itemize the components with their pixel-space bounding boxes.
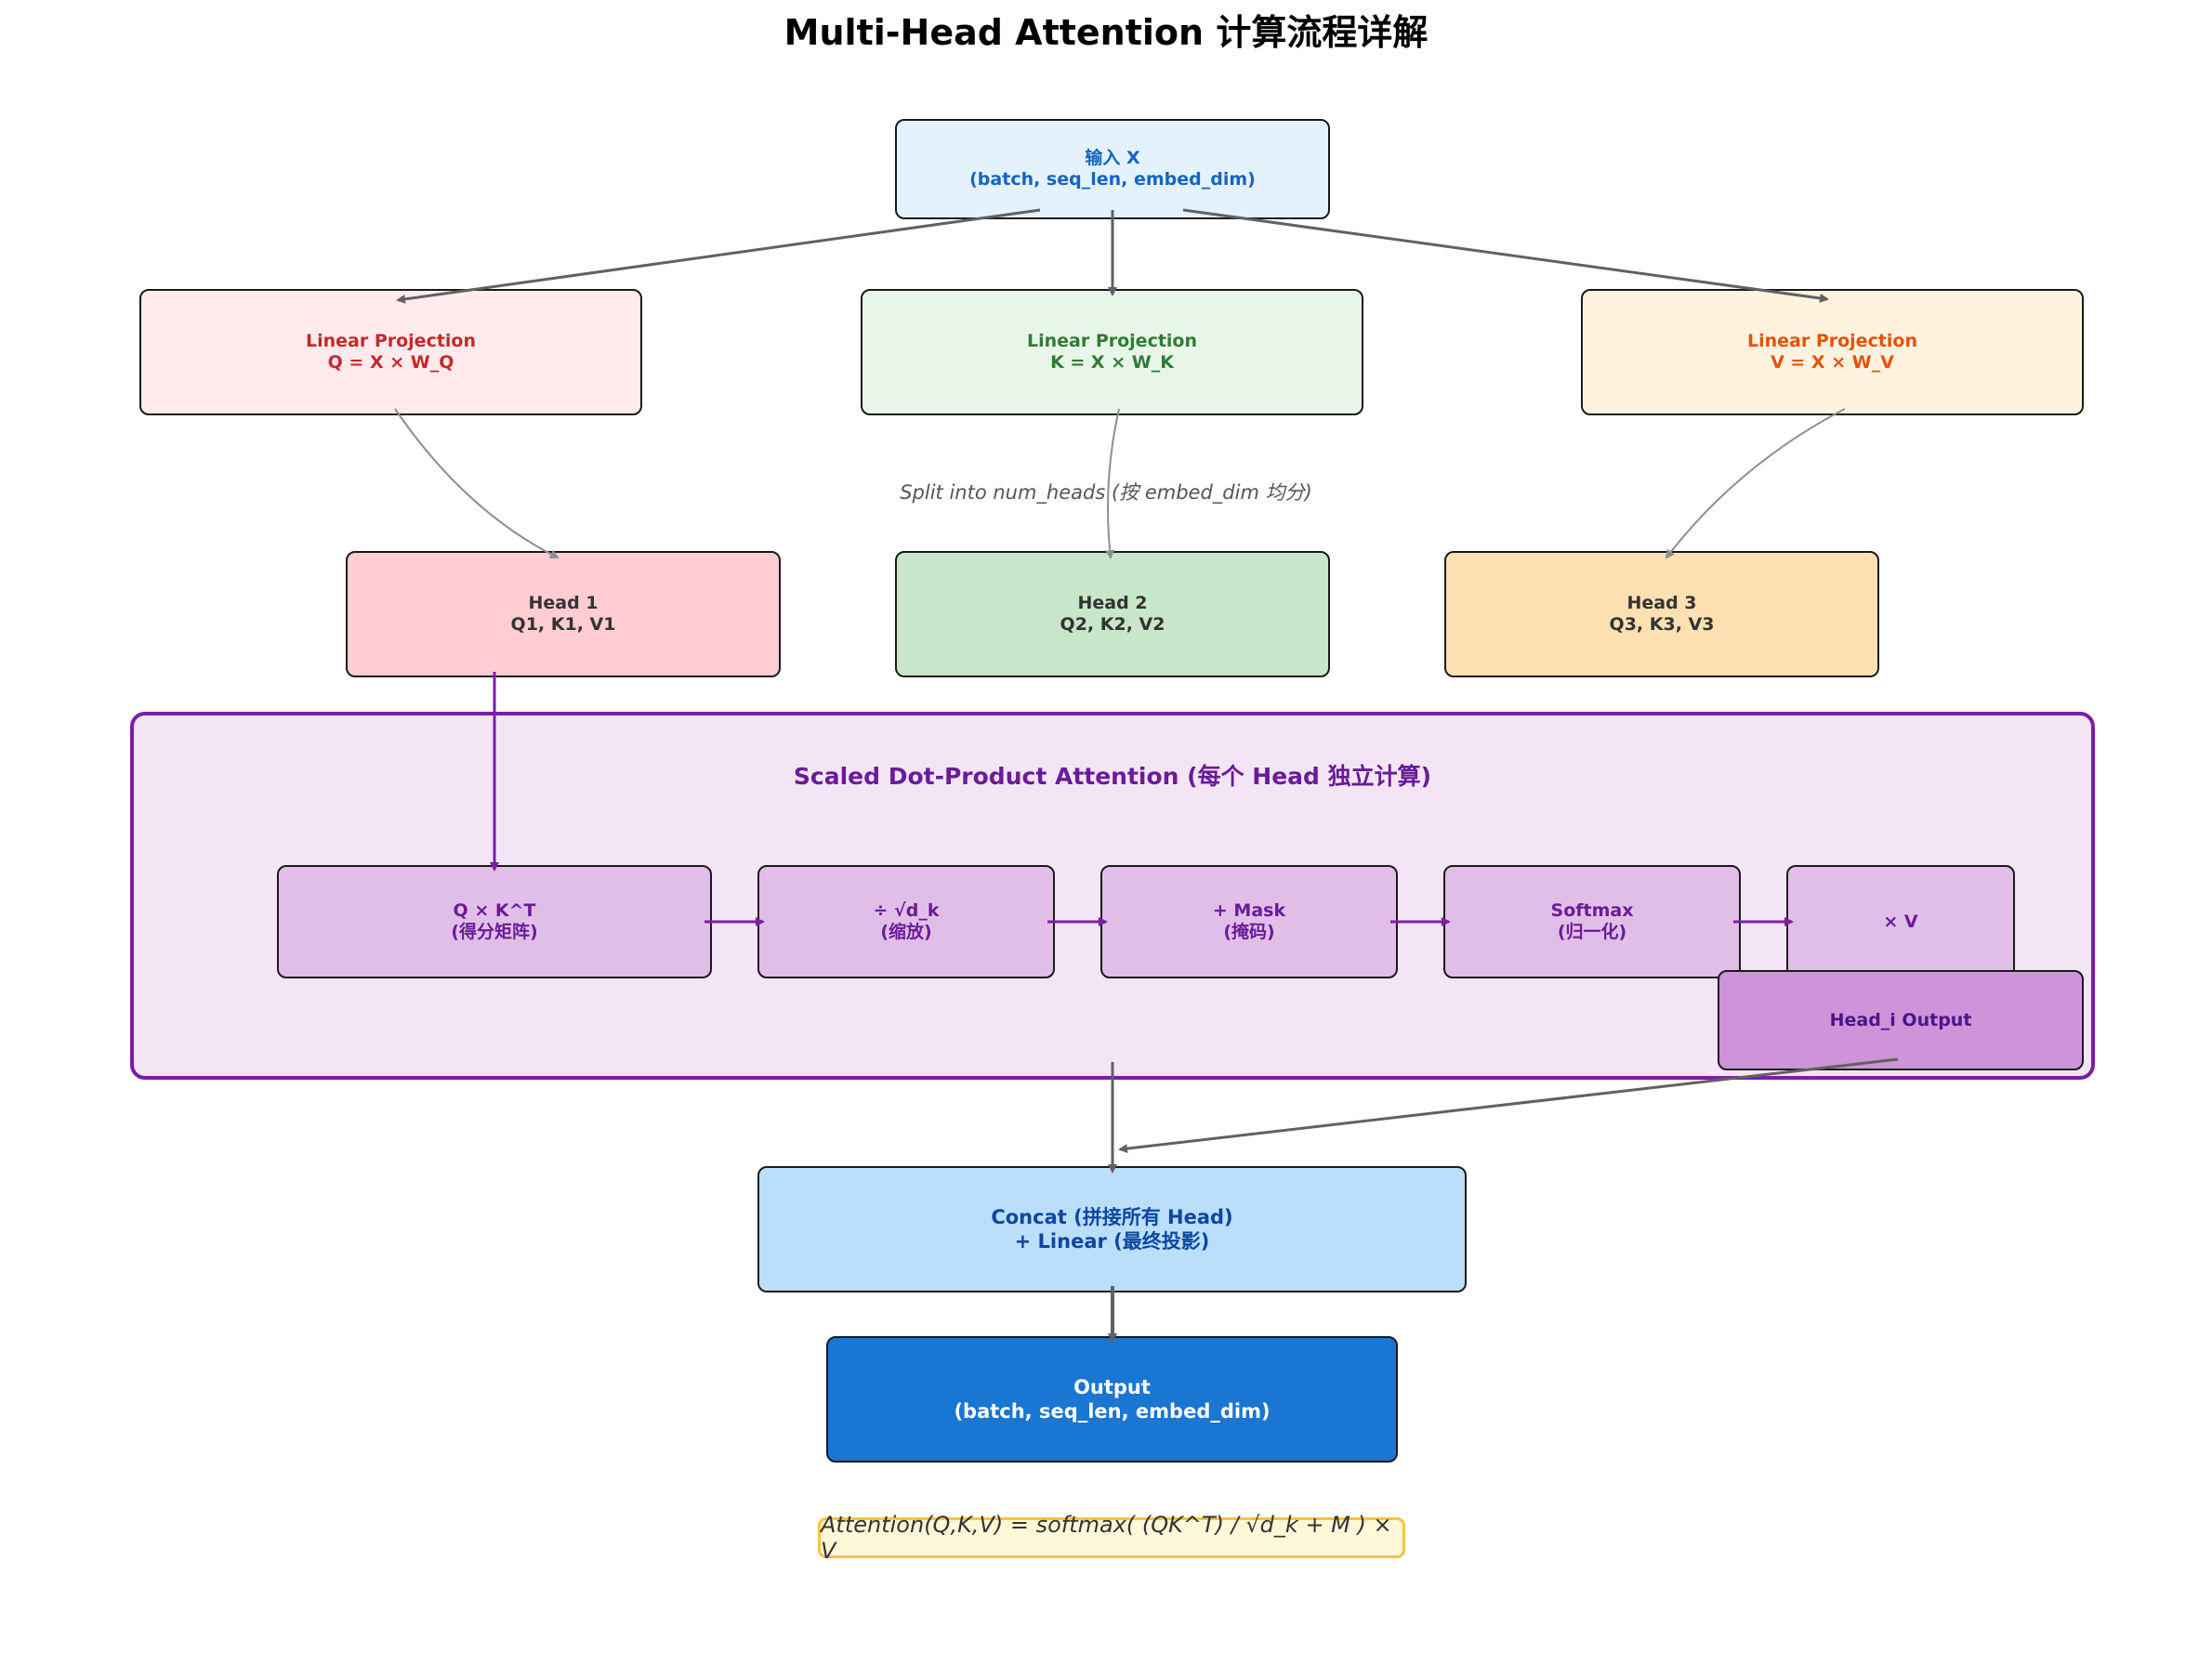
head-3-label: Head 3 bbox=[1626, 593, 1697, 613]
input-box: 输入 X (batch, seq_len, embed_dim) bbox=[895, 119, 1330, 219]
concat-box: Concat (拼接所有 Head) + Linear (最终投影) bbox=[757, 1166, 1467, 1292]
output-label: Output bbox=[1073, 1376, 1151, 1398]
v-projection-formula: V = X × W_V bbox=[1771, 352, 1894, 373]
input-shape: (batch, seq_len, embed_dim) bbox=[969, 169, 1256, 190]
output-shape: (batch, seq_len, embed_dim) bbox=[954, 1400, 1271, 1423]
attention-title: Scaled Dot-Product Attention (每个 Head 独立… bbox=[793, 763, 1432, 790]
head-2-vectors: Q2, K2, V2 bbox=[1060, 614, 1165, 635]
head-output-label: Head_i Output bbox=[1829, 1009, 1972, 1030]
k-projection-formula: K = X × W_K bbox=[1050, 352, 1174, 373]
head-2-label: Head 2 bbox=[1077, 593, 1148, 613]
arrow-head-output-to-concat bbox=[1118, 1057, 1899, 1154]
head-1-vectors: Q1, K1, V1 bbox=[510, 614, 616, 635]
step-mask-label: + Mask bbox=[1212, 900, 1286, 921]
head-3-vectors: Q3, K3, V3 bbox=[1609, 614, 1715, 635]
arrow-k-to-head-2 bbox=[1105, 408, 1120, 559]
head-2-box: Head 2 Q2, K2, V2 bbox=[895, 551, 1330, 677]
arrow-q-to-head-1 bbox=[394, 408, 560, 558]
q-projection-box: Linear Projection Q = X × W_Q bbox=[139, 289, 642, 415]
step-qk-label: Q × K^T bbox=[453, 900, 536, 921]
concat-label: Concat (拼接所有 Head) bbox=[991, 1206, 1233, 1228]
arrow-input-to-v bbox=[1182, 208, 1829, 303]
q-projection-formula: Q = X × W_Q bbox=[327, 352, 454, 373]
arrow-input-to-q bbox=[396, 208, 1041, 304]
split-note: Split into num_heads (按 embed_dim 均分) bbox=[900, 481, 1312, 504]
step-softmax-desc: (归一化) bbox=[1557, 922, 1627, 942]
step-scale-label: ÷ √d_k bbox=[873, 900, 940, 921]
step-softmax-label: Softmax bbox=[1550, 900, 1634, 921]
step-scale-desc: (缩放) bbox=[880, 922, 932, 942]
step-mask-box: + Mask (掩码) bbox=[1100, 865, 1398, 978]
input-label: 输入 X bbox=[1085, 148, 1140, 168]
head-1-box: Head 1 Q1, K1, V1 bbox=[346, 551, 781, 677]
step-mask-desc: (掩码) bbox=[1223, 922, 1275, 942]
k-projection-label: Linear Projection bbox=[1026, 331, 1198, 351]
head-output-box: Head_i Output bbox=[1718, 970, 2084, 1070]
step-multiply-v-box: × V bbox=[1786, 865, 2015, 978]
head-3-box: Head 3 Q3, K3, V3 bbox=[1444, 551, 1879, 677]
step-multiply-v-label: × V bbox=[1883, 911, 1918, 932]
arrow-v-to-head-3 bbox=[1665, 408, 1846, 559]
q-projection-label: Linear Projection bbox=[305, 331, 477, 351]
concat-linear-label: + Linear (最终投影) bbox=[1014, 1230, 1210, 1253]
step-qk-desc: (得分矩阵) bbox=[451, 922, 538, 942]
diagram-title: Multi-Head Attention 计算流程详解 bbox=[783, 12, 1429, 53]
step-softmax-box: Softmax (归一化) bbox=[1443, 865, 1741, 978]
v-projection-box: Linear Projection V = X × W_V bbox=[1581, 289, 2084, 415]
step-scale-box: ÷ √d_k (缩放) bbox=[757, 865, 1055, 978]
head-1-label: Head 1 bbox=[528, 593, 599, 613]
v-projection-label: Linear Projection bbox=[1746, 331, 1918, 351]
